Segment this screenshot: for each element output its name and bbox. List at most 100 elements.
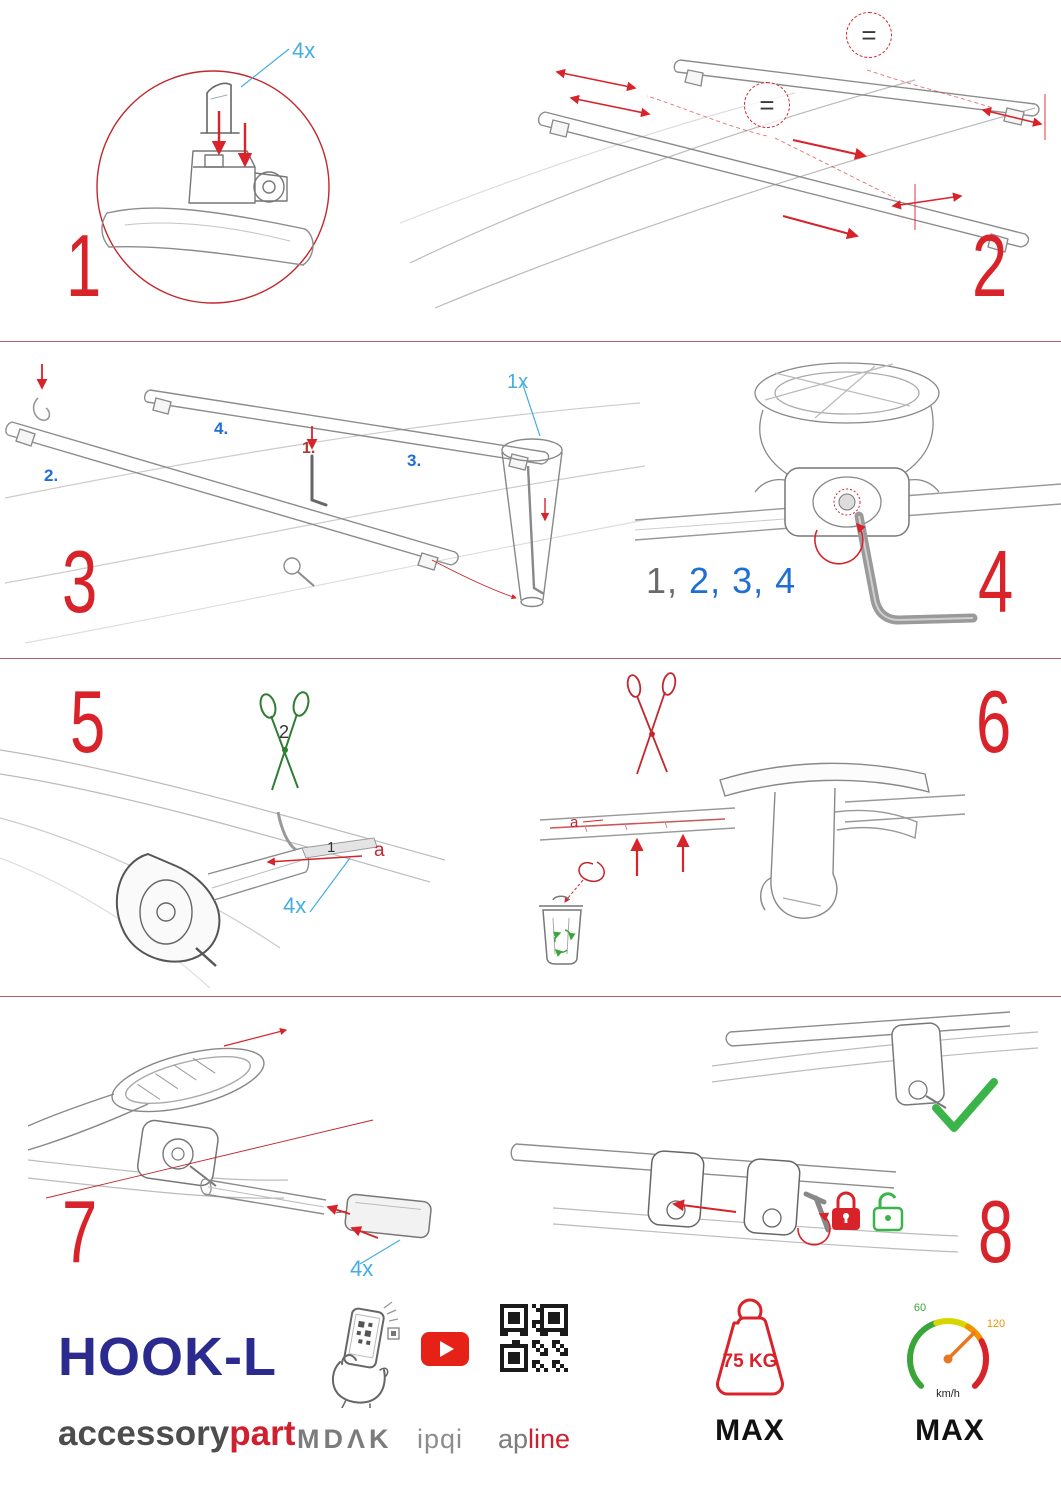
offcut-curl (578, 861, 605, 883)
step3-substep-2: 2. (44, 466, 59, 485)
roof-outline (0, 749, 445, 989)
discard-arrow (564, 879, 584, 903)
quantity-leader-line (309, 857, 351, 913)
weight-max-label: MAX (715, 1414, 785, 1447)
step-7-illustration (28, 1028, 432, 1265)
sequence-first: 1, (646, 560, 679, 601)
gauge-needle (946, 1331, 976, 1361)
clamp-foot-drawing (115, 852, 221, 967)
step5-quantity-label: 4x (283, 893, 307, 918)
step5-label-2: 2 (279, 722, 290, 742)
trash-bin-icon (539, 895, 583, 965)
section-divider (0, 658, 1061, 659)
qr-code (500, 1304, 568, 1372)
step4-sequence: 1, 2, 3, 4 (646, 560, 796, 602)
scissors-icon (259, 691, 310, 791)
slide-arrow (672, 1199, 737, 1213)
weight-limit-value: 75 KG (723, 1351, 778, 1372)
mini-qr (387, 1327, 400, 1340)
section-divider (0, 341, 1061, 342)
step-number-8: 8 (978, 1182, 1013, 1281)
step6-label-a: a (570, 814, 579, 831)
quantity-leader-line (359, 1239, 401, 1265)
step3-substep-3: 3. (407, 451, 422, 470)
locking-bar-drawing (510, 1143, 959, 1253)
step-number-4: 4 (978, 532, 1013, 631)
roof-outline (4, 402, 645, 644)
equal-spacing-badge: = (846, 12, 892, 58)
locked-bar-drawing (711, 1011, 1039, 1132)
sight-line (45, 1119, 374, 1199)
brand-wordmark: accessorypart (58, 1414, 295, 1454)
step3-quantity-label: 1x (507, 371, 529, 393)
scan-lines (383, 1301, 399, 1322)
checkmark-icon (932, 1078, 998, 1132)
key-icon (803, 1191, 831, 1233)
padlock-locked-icon (832, 1191, 860, 1230)
step1-quantity-label: 4x (292, 38, 316, 63)
end-cover-drawing (200, 1178, 432, 1239)
brand-suffix: part (229, 1414, 296, 1453)
step-number-1: 1 (66, 216, 101, 315)
padlock-open-icon (872, 1192, 904, 1232)
step-3-illustration (4, 364, 645, 644)
bar-end-opening (28, 1028, 289, 1199)
push-up-arrows (630, 833, 690, 876)
strip-direction-arrow (266, 855, 363, 866)
rear-crossbar (673, 59, 1040, 126)
sequence-rest: 2, 3, 4 (689, 560, 797, 601)
foot-cup-top (754, 362, 940, 475)
rear-crossbar (143, 389, 550, 471)
step-6-illustration (539, 672, 965, 965)
step-1-illustration (96, 48, 330, 304)
youtube-icon (421, 1332, 469, 1366)
section-divider (0, 996, 1061, 997)
clamp-foot-drawing (719, 762, 930, 919)
step7-quantity-label: 4x (350, 1256, 374, 1281)
brand-prefix: accessory (58, 1414, 230, 1453)
step3-substep-4: 4. (214, 419, 229, 438)
clamp-drawing (188, 150, 288, 204)
front-crossbar (5, 421, 459, 587)
magnifier-circle-icon (96, 70, 330, 304)
hex-key-icon (854, 511, 978, 625)
step-2-illustration (399, 59, 1046, 309)
equal-sign: = (861, 19, 877, 50)
rotate-arrow (814, 522, 866, 565)
step-number-5: 5 (70, 672, 105, 771)
logo-ipqi: ipqi (417, 1424, 464, 1454)
logo-apline-prefix: ap (498, 1424, 529, 1454)
equal-spacing-badge: = (744, 82, 790, 128)
measurement-arrows (555, 68, 1046, 240)
step3-substep-1: 1. (302, 440, 316, 457)
crossbar-drawing (101, 207, 314, 266)
logo-apline-suffix: line (528, 1424, 571, 1454)
quantity-leader-line (521, 381, 541, 437)
speed-tick-low: 60 (914, 1302, 926, 1314)
speed-max-label: MAX (915, 1414, 985, 1447)
insert-arrows (211, 111, 253, 168)
logo-apline: apline (498, 1424, 570, 1455)
step-number-2: 2 (972, 216, 1007, 315)
funnel-leader (431, 559, 517, 600)
funnel-detail (501, 438, 563, 608)
rotate-arrow (797, 1212, 831, 1246)
equal-leader-lines (646, 69, 994, 199)
step-number-3: 3 (62, 532, 97, 631)
recycle-icon (553, 929, 576, 957)
logo-mdak: MDΛK (297, 1424, 393, 1454)
speedometer-icon: 60 120 km/h (906, 1302, 1005, 1400)
step-5-illustration (0, 691, 445, 989)
step5-label-1: 1 (327, 839, 336, 856)
strip-offcut (276, 811, 297, 852)
rubber-strip (301, 837, 378, 859)
label-a-tick (582, 819, 604, 823)
roof-outline (399, 79, 1036, 309)
lever-hint (32, 364, 51, 422)
crossbar-drawing (635, 483, 1061, 541)
scan-phone-icon (332, 1301, 400, 1408)
clamp-drawing (754, 467, 940, 537)
step5-label-a: a (374, 840, 385, 861)
scissors-icon (626, 672, 677, 775)
